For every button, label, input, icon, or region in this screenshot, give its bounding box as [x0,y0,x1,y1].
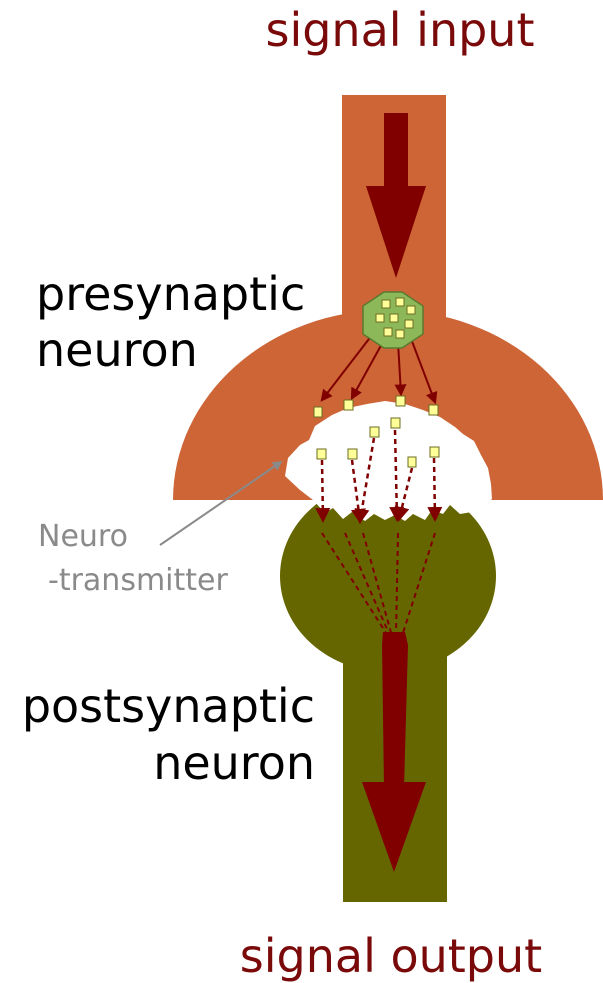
signal-input-label: signal input [265,3,534,57]
presynaptic-label-line1: presynaptic [36,267,305,321]
postsynaptic-label-line1: postsynaptic [22,679,315,733]
postsynaptic-label-line2: neuron [153,736,315,790]
presynaptic-label-line2: neuron [36,323,198,377]
neurotransmitter-label-line2: -transmitter [48,563,228,598]
signal-output-label: signal output [240,929,542,983]
synaptic-vesicle [363,292,423,348]
neurotransmitter-label-line1: Neuro [38,519,128,554]
